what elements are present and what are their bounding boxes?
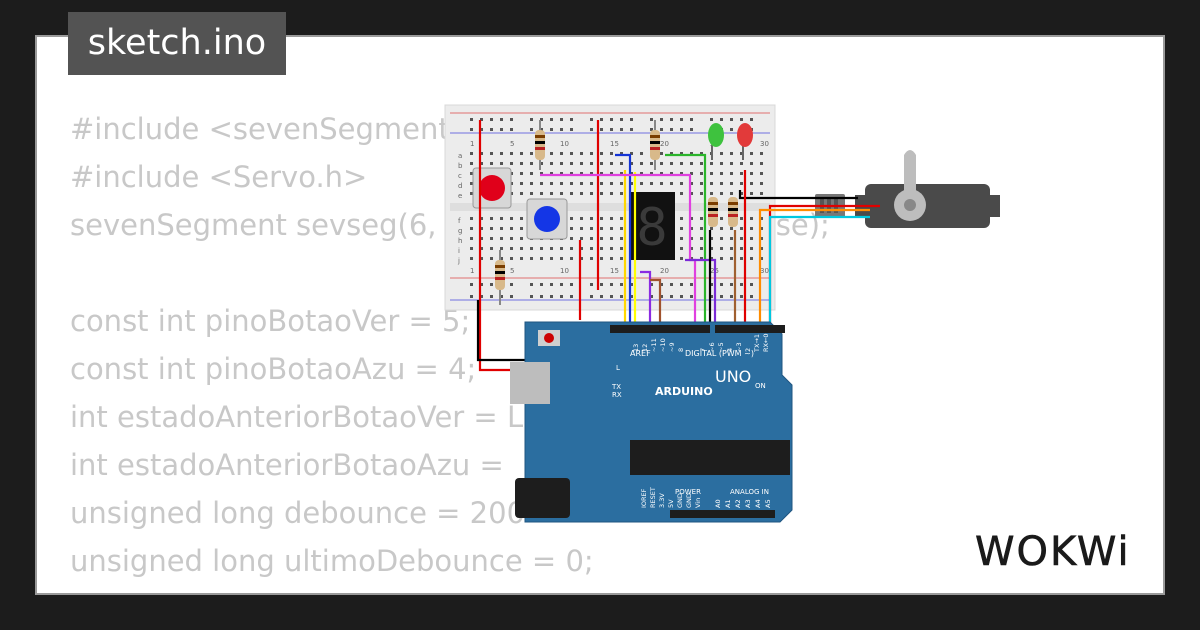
digital-label: DIGITAL (PWM ~)	[685, 349, 754, 358]
code-line: int estadoAnteriorBotaoVer = L	[70, 400, 524, 434]
digital-pin-label: 7	[699, 348, 707, 352]
wokwi-wordmark: WOKWi	[975, 529, 1131, 575]
column-number: 15	[610, 267, 619, 275]
digital-pin-label: 13	[632, 344, 640, 352]
resistor	[708, 197, 738, 227]
rx-label: RX	[612, 391, 622, 399]
code-line: unsigned long ultimoDisplay = 0	[70, 585, 830, 593]
tx-label: TX	[611, 383, 621, 391]
code-line: unsigned long debounce = 200	[70, 496, 526, 530]
column-number: 5	[510, 267, 514, 275]
digital-pin-label: 12	[641, 344, 649, 352]
digital-pin-label: ~3	[735, 342, 743, 352]
row-letter: a	[458, 152, 462, 160]
analog-pin-label: A2	[734, 499, 742, 508]
column-number: 20	[660, 140, 669, 148]
aref-label: AREF	[630, 349, 651, 358]
power-pin-label: RESET	[649, 487, 657, 508]
analog-label: ANALOG IN	[730, 488, 769, 496]
digital-pin-label: TX→1	[753, 334, 761, 353]
digital-pin-label: 8	[677, 348, 685, 352]
power-pin-label: 3.3V	[658, 493, 666, 508]
power-pin-label: IOREF	[640, 488, 648, 508]
row-letter: f	[458, 217, 461, 225]
digital-pin-label: RX←0	[762, 333, 770, 352]
l-label: L	[616, 364, 620, 372]
power-pin-label: GND	[676, 493, 684, 508]
row-letter: i	[458, 247, 460, 255]
resistor	[495, 250, 505, 305]
arduino-label: ARDUINO	[655, 385, 713, 398]
digital-pin-label: ~5	[717, 342, 725, 352]
power-pin-label: Vin	[694, 498, 702, 508]
digital-pin-label: ~9	[668, 342, 676, 352]
wokwi-logo: WOKWi	[975, 529, 1131, 576]
row-letter: h	[458, 237, 462, 245]
column-number: 10	[560, 140, 569, 148]
code-line: const int pinoBotaoAzu = 4;	[70, 352, 477, 386]
segment-digit: 8	[636, 198, 667, 258]
row-letter: g	[458, 227, 462, 235]
row-letter: d	[458, 182, 462, 190]
analog-pin-label: A0	[714, 499, 722, 508]
digital-pin-label: ~6	[708, 342, 716, 352]
code-line: const int pinoBotaoVer = 5;	[70, 304, 471, 338]
arduino-uno-board: AREF DIGITAL (PWM ~) ARDUINO UNO ON TX R…	[510, 321, 793, 523]
uno-label: UNO	[715, 367, 751, 386]
column-number: 15	[610, 140, 619, 148]
power-pin-label: 5V	[667, 499, 675, 508]
row-letter: b	[458, 162, 463, 170]
column-number: 10	[560, 267, 569, 275]
analog-pin-label: A5	[764, 499, 772, 508]
digital-pin-label: ~10	[659, 338, 667, 352]
power-pin-label: GND	[685, 493, 693, 508]
row-letter: j	[457, 257, 460, 265]
code-line: unsigned long ultimoDebounce = 0;	[70, 544, 594, 578]
on-label: ON	[755, 382, 766, 390]
resistor	[650, 120, 660, 170]
column-number: 1	[470, 267, 474, 275]
analog-pin-label: A1	[724, 499, 732, 508]
red-led	[737, 123, 753, 160]
column-number: 20	[660, 267, 669, 275]
breadboard-holes	[470, 118, 763, 298]
analog-pin-label: A4	[754, 499, 762, 508]
seven-segment-display: 8	[630, 192, 675, 260]
digital-pin-label: ~11	[650, 338, 658, 352]
power-label: POWER	[675, 488, 701, 496]
column-number: 5	[510, 140, 514, 148]
row-letter: e	[458, 192, 462, 200]
code-line: #include <Servo.h>	[70, 160, 368, 194]
red-pushbutton[interactable]	[472, 167, 512, 209]
sketch-title-tab[interactable]: sketch.ino	[68, 12, 286, 75]
digital-pin-label: 2	[744, 348, 752, 352]
column-number: 30	[760, 267, 769, 275]
column-number: 30	[760, 140, 769, 148]
digital-pin-label: 4	[726, 348, 734, 352]
analog-pin-label: A3	[744, 499, 752, 508]
resistor	[535, 120, 545, 170]
green-led	[708, 123, 724, 160]
column-number: 1	[470, 140, 474, 148]
row-letter: c	[458, 172, 462, 180]
code-line: #include <sevenSegment	[70, 112, 450, 146]
blue-pushbutton[interactable]	[526, 198, 568, 240]
code-line: int estadoAnteriorBotaoAzu =	[70, 448, 504, 482]
